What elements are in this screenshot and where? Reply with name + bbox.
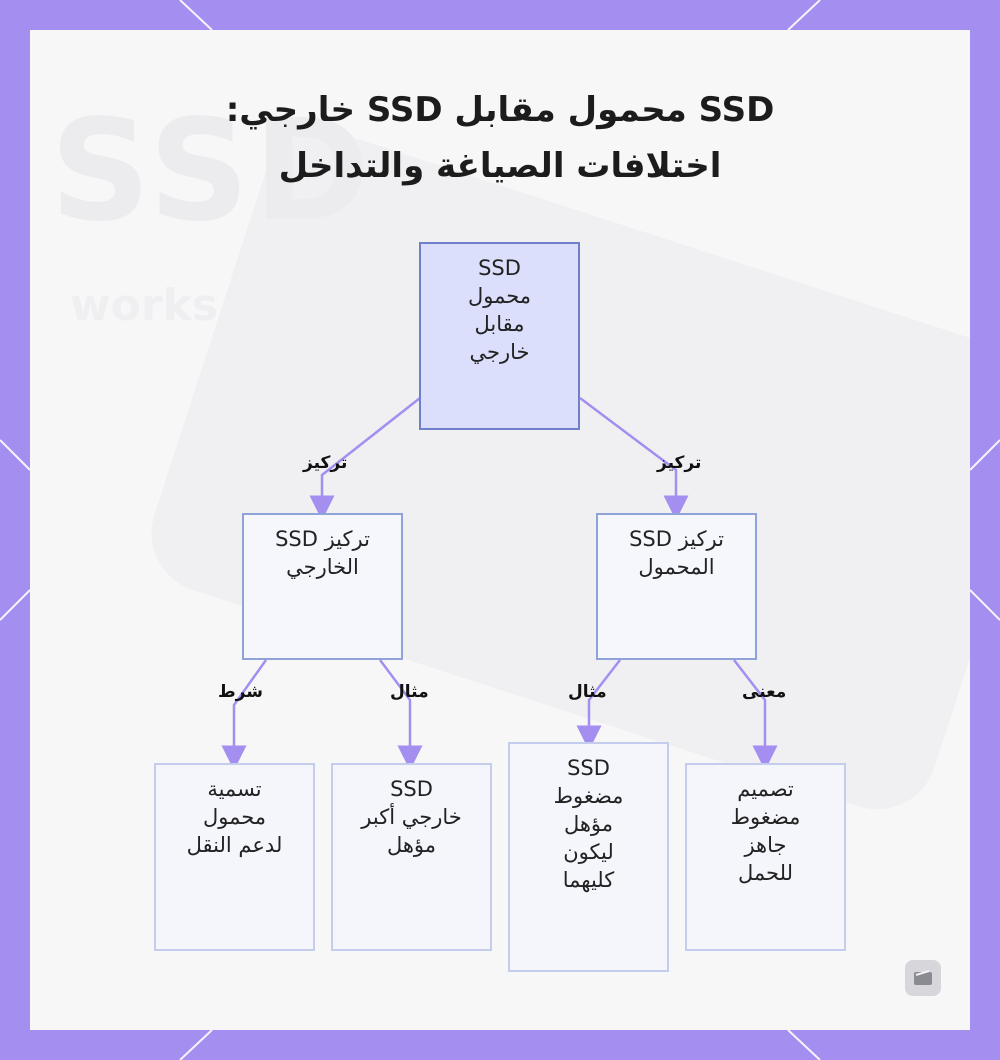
- title-line-1: SSD محمول مقابل SSD خارجي:: [225, 90, 775, 130]
- external-focus-line: الخارجي: [286, 555, 359, 579]
- background-ghost-text: SSD: [50, 90, 374, 253]
- root-node-line: مقابل: [474, 312, 525, 336]
- leaf-compact-design-node: تصميم مضغوط جاهز للحمل: [685, 763, 846, 951]
- external-focus-line: تركيز SSD: [275, 527, 370, 551]
- portable-focus-line: تركيز SSD: [629, 527, 724, 551]
- edge-root-external: [309, 397, 421, 521]
- portable-focus-node: تركيز SSD المحمول: [596, 513, 757, 660]
- leaf-external-larger-line: خارجي أكبر: [361, 805, 462, 829]
- edge-external-condition: [221, 659, 268, 771]
- leaf-external-larger-line: مؤهل: [386, 833, 437, 857]
- edge-label-portable-example: مثال: [568, 682, 607, 702]
- leaf-external-larger-line: SSD: [390, 777, 433, 801]
- leaf-compact-design-line: للحمل: [738, 861, 793, 885]
- leaf-compact-both-line: كليهما: [562, 868, 615, 892]
- root-node-line: خارجي: [469, 340, 530, 364]
- external-focus-node: تركيز SSD الخارجي: [242, 513, 403, 660]
- leaf-naming-line: محمول: [202, 805, 267, 829]
- leaf-naming-line: لدعم النقل: [186, 833, 283, 857]
- edge-external-example: [379, 659, 423, 771]
- leaf-external-larger-node: SSD خارجي أكبر مؤهل: [331, 763, 492, 951]
- leaf-compact-both-node: SSD مضغوط مؤهل ليكون كليهما: [508, 742, 669, 972]
- root-node-line: محمول: [467, 284, 532, 308]
- leaf-compact-design-line: جاهز: [744, 833, 787, 857]
- edge-label-root-external: تركيز: [303, 453, 348, 473]
- leaf-compact-both-line: ليكون: [563, 840, 614, 864]
- edge-portable-meaning: [733, 659, 778, 771]
- edge-label-external-condition: شرط: [218, 682, 263, 702]
- leaf-compact-both-line: SSD: [567, 756, 610, 780]
- background-ghost-subtext: works: [70, 280, 219, 331]
- leaf-naming-line: تسمية: [207, 777, 262, 801]
- root-node-line: SSD: [478, 256, 521, 280]
- portable-focus-line: المحمول: [638, 555, 715, 579]
- edge-label-portable-meaning: معنى: [742, 682, 787, 702]
- leaf-compact-design-line: مضغوط: [730, 805, 801, 829]
- title-line-2: اختلافات الصياغة والتداخل: [278, 146, 722, 186]
- leaf-compact-both-line: مؤهل: [563, 812, 614, 836]
- edge-root-portable: [579, 397, 689, 521]
- watermark-logo-icon: [905, 960, 941, 996]
- root-node: SSD محمول مقابل خارجي: [419, 242, 580, 430]
- leaf-compact-design-line: تصميم: [737, 777, 794, 801]
- edge-label-root-portable: تركيز: [657, 453, 702, 473]
- edge-label-external-example: مثال: [390, 682, 429, 702]
- leaf-compact-both-line: مضغوط: [553, 784, 624, 808]
- diagram-title: SSD محمول مقابل SSD خارجي: اختلافات الصي…: [30, 82, 970, 194]
- edge-portable-example: [576, 659, 621, 751]
- leaf-naming-node: تسمية محمول لدعم النقل: [154, 763, 315, 951]
